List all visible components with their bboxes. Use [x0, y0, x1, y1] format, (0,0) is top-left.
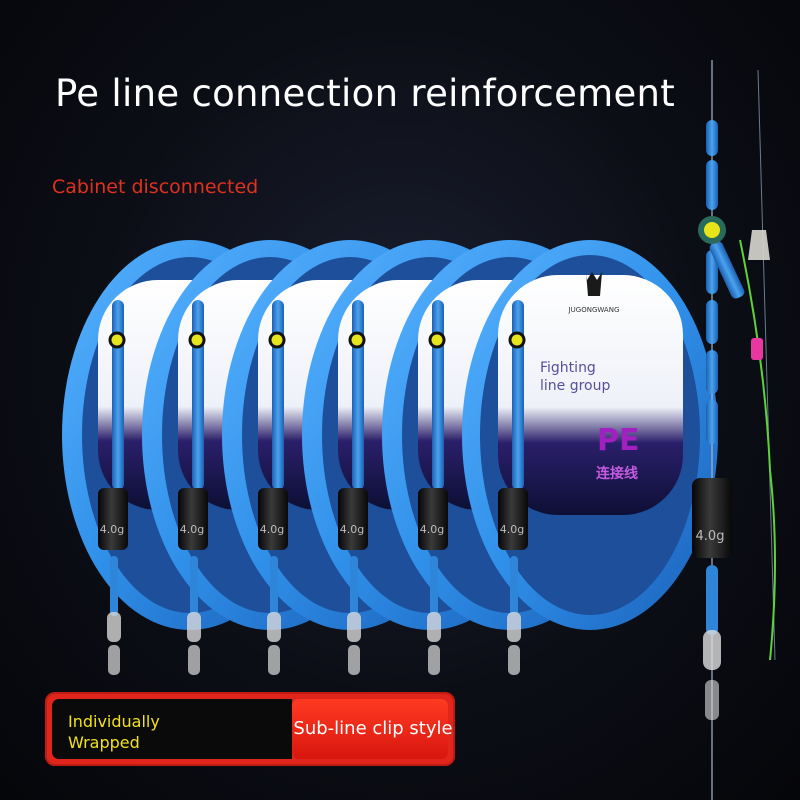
brand-logo — [586, 272, 602, 296]
weight-label: 4.0g — [696, 529, 725, 544]
subtitle: Cabinet disconnected — [52, 176, 259, 198]
badge-left-text: Individually Wrapped — [68, 711, 160, 753]
badge-sub-line-clip: Sub-line clip style — [292, 699, 453, 759]
weight-label: 4.0g — [260, 523, 284, 536]
feature-badge: Individually Wrapped Sub-line clip style — [45, 692, 455, 766]
badge-right-text: Sub-line clip style — [293, 718, 453, 739]
cn-label: 连接线 — [596, 465, 638, 482]
brand-text: JUGONGWANG — [568, 306, 620, 314]
label-line1: Fighting — [540, 360, 596, 376]
badge-individually-wrapped: Individually Wrapped — [52, 699, 292, 759]
rig-set: 4.0g 4.0g 4.0g — [98, 300, 528, 675]
badge-left-line2: Wrapped — [68, 733, 140, 752]
weight-label: 4.0g — [180, 523, 204, 536]
weight-label: 4.0g — [420, 523, 444, 536]
page-title: Pe line connection reinforcement — [55, 72, 676, 115]
badge-left-line1: Individually — [68, 712, 160, 731]
spool-front: JUGONGWANG Fighting line group PE 连接线 — [462, 240, 718, 630]
weight-label: 4.0g — [500, 523, 524, 536]
pe-mark: PE — [597, 423, 639, 458]
weight-label: 4.0g — [100, 523, 124, 536]
label-line2: line group — [540, 378, 610, 394]
rig-detail: 4.0g — [692, 60, 776, 800]
weight-label: 4.0g — [340, 523, 364, 536]
spool-stack: JUGONGWANG Fighting line group PE 连接线 4.… — [62, 240, 718, 675]
